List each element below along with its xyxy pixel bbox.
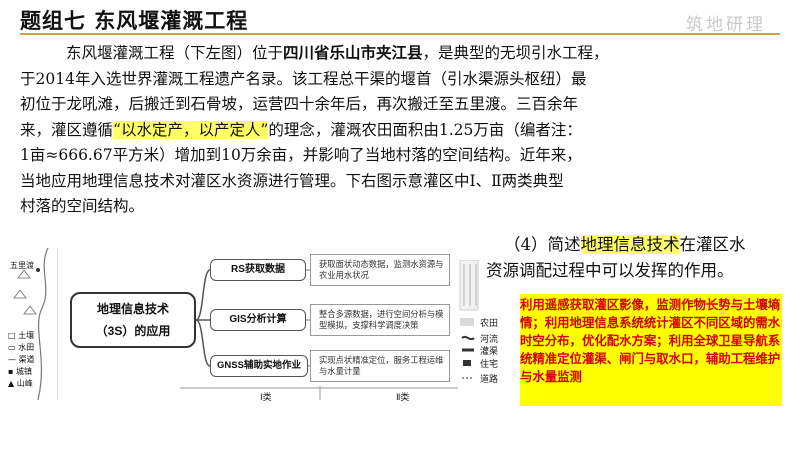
gis-node: GIS分析计算 (210, 309, 306, 331)
legend-road: 道路 (480, 375, 499, 385)
question-text: 在灌区水 (679, 235, 746, 254)
para-line-6: 当地应用地理信息技术对灌区水资源进行管理。下右图示意灌区中Ⅰ、Ⅱ两类典型 (20, 171, 564, 190)
village-legend-graphic (459, 259, 479, 379)
center-line: （3S）的应用 (95, 324, 171, 338)
map-legend-item: — 渠道 (8, 355, 35, 364)
para-line-2: 于2014年入选世界灌溉工程遗产名录。该工程总干渠的堰首（引水渠源头枢纽）最 (20, 69, 587, 88)
map-legend: □ 土壤 ▭ 水田 — 渠道 ▪ 城镇 ▲ 山峰 (8, 330, 35, 390)
intro-paragraph: 东风堰灌溉工程（下左图）位于四川省乐山市夹江县，是典型的无坝引水工程， 于201… (20, 40, 790, 220)
3s-diagram: 地理信息技术 （3S）的应用 RS获取数据 获取面状动态数据，监测水资源与农业用… (56, 252, 456, 388)
location-text: 四川省乐山市夹江县 (283, 43, 423, 62)
village-type-2: Ⅱ类 (396, 393, 410, 403)
center-line: 地理信息技术 (96, 302, 169, 316)
gnss-node: GNSS辅助实地作业 (210, 355, 308, 377)
center-node: 地理信息技术 （3S）的应用 (70, 292, 196, 348)
legend-residence: 住宅 (480, 360, 499, 370)
question-line-2: 资源调配过程中可以发挥的作用。 (486, 261, 734, 280)
village-legend: 农田 河流 灌渠 住宅 道路 (458, 259, 518, 400)
question-4: （4）简述地理信息技术在灌区水 资源调配过程中可以发挥的作用。 (486, 232, 790, 284)
para-line-4: 来，灌区遵循“以水定产，以产定人”的理念，灌溉农田面积由1.25万亩（编者注： (20, 118, 790, 144)
title-bar: 题组七 东风堰灌溉工程 筑地研理 (0, 0, 800, 35)
map-figure (13, 247, 49, 401)
para-text: ，是典型的无坝引水工程， (422, 44, 609, 62)
question-keyword: 地理信息技术 (580, 235, 680, 254)
map-legend-item: □ 土壤 (8, 331, 35, 340)
highlighted-phrase: “以水定产，以产定人” (113, 120, 269, 139)
answer-box: 利用遥感获取灌区影像，监测作物长势与土壤墒情；利用地理信息系统统计灌区不同区域的… (520, 294, 782, 406)
village-diagram (180, 386, 458, 400)
map-legend-item: ▲ 山峰 (8, 379, 33, 388)
village-type-1: Ⅰ类 (260, 393, 272, 403)
para-line-3: 初位于龙吼滩，后搬迁到石骨坡，运营四十余年后，再次搬迁至五里渡。三百余年 (20, 95, 579, 113)
question-line-1: （4）简述地理信息技术在灌区水 (486, 232, 790, 258)
title-rule (20, 33, 780, 35)
question-number: （4）简述 (504, 235, 581, 254)
gnss-desc: 实现点状精准定位，服务工程运维与水量计量 (310, 350, 450, 382)
map-legend-item: ▭ 水田 (8, 343, 35, 352)
diagram-connectors (195, 269, 310, 367)
watermark: 筑地研理 (686, 15, 766, 35)
rs-desc: 获取面状动态数据，监测水资源与农业用水状况 (310, 254, 450, 286)
para-line-5: 1亩≈666.67平方米）增加到10万余亩，并影响了当地村落的空间结构。近年来， (20, 146, 582, 164)
legend-river: 河流 (480, 335, 499, 345)
para-line-1: 东风堰灌溉工程（下左图）位于四川省乐山市夹江县，是典型的无坝引水工程， (20, 40, 790, 67)
page-title: 题组七 东风堰灌溉工程 (20, 8, 249, 33)
legend-canal: 灌渠 (480, 347, 499, 357)
para-text: 东风堰灌溉工程（下左图）位于 (66, 44, 284, 62)
para-text: 的理念，灌溉农田面积由1.25万亩（编者注： (268, 120, 582, 139)
para-text: 来，灌区遵循 (20, 120, 114, 139)
map-place-label: 五里渡 (10, 261, 34, 270)
map-panel: 五里渡 (8, 247, 58, 401)
map-legend-item: ▪ 城镇 (8, 367, 32, 376)
legend-farmland: 农田 (480, 319, 499, 329)
gis-desc: 整合多源数据，进行空间分析与模型模拟，支撑科学调度决策 (310, 304, 450, 336)
para-line-7: 村落的空间结构。 (20, 197, 145, 215)
rs-node: RS获取数据 (210, 259, 306, 281)
